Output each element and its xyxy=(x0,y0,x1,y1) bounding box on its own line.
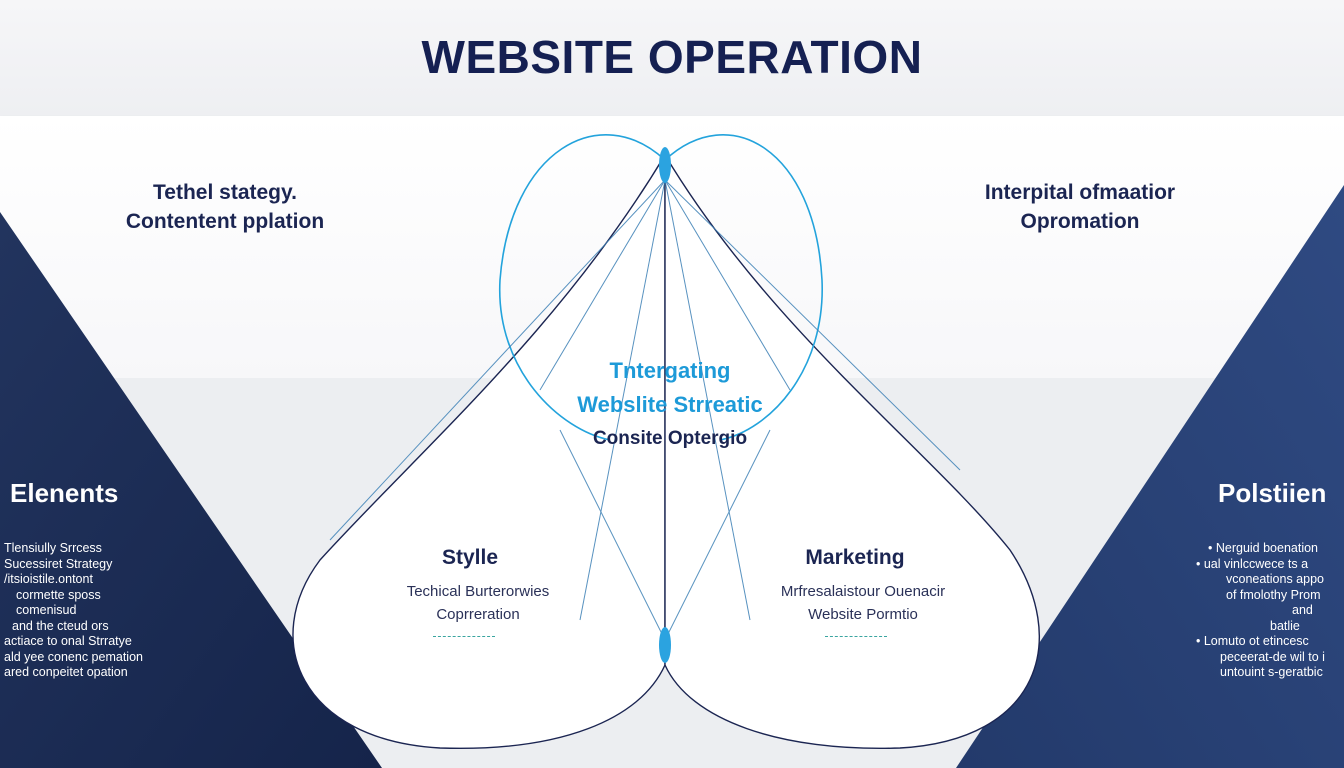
right-side-line: untouint s-geratbic xyxy=(1220,665,1323,679)
top-right-label: Interpital ofmaatior Opromation xyxy=(930,178,1230,236)
center-label-line1: Tntergating xyxy=(609,358,731,383)
center-label-line2: Webslite Strreatic xyxy=(577,392,763,417)
top-right-line2: Opromation xyxy=(1020,210,1140,233)
right-side-list: • Nerguid boenation • ual vinlccwece ts … xyxy=(1196,541,1344,681)
right-lobe-line2: Website Pormtio xyxy=(808,606,918,623)
left-lobe-line2: Coprreration xyxy=(436,606,520,623)
left-side-line: comenisud xyxy=(16,603,77,617)
center-loop-right xyxy=(664,134,823,441)
left-side-list: Tlensiully Srrcess Sucessiret Strategy /… xyxy=(4,541,184,681)
right-lobe-line1: Mrfresalaistour Ouenacir xyxy=(780,583,946,600)
left-side-line: cormette sposs xyxy=(16,587,101,602)
right-lobe-shape xyxy=(664,152,1040,750)
top-left-label: Tethel stategy. Contentent pplation xyxy=(80,178,370,236)
bottom-knot xyxy=(659,627,671,663)
left-side-line: /itsioistile.ontont xyxy=(4,572,93,586)
left-lobe-heading: Stylle xyxy=(441,546,499,569)
top-right-line1: Interpital ofmaatior xyxy=(984,181,1176,204)
right-navy-panel xyxy=(956,185,1344,768)
top-left-line1: Tethel stategy. xyxy=(153,181,297,204)
left-side-line: Sucessiret Strategy xyxy=(4,556,113,571)
left-side-heading: Elenents xyxy=(10,478,119,508)
header-band xyxy=(0,0,1344,116)
right-side-line: peceerat-de wil to i xyxy=(1220,649,1325,664)
diagram-title: WEBSITE OPERATION xyxy=(421,31,923,83)
right-lobe-heading: Marketing xyxy=(805,546,905,569)
left-lobe-divider xyxy=(433,636,495,637)
left-side-line: ared conpeitet opation xyxy=(4,665,128,679)
right-side-line: of fmolothy Prom xyxy=(1226,587,1321,602)
left-navy-panel xyxy=(0,212,382,768)
left-side-line: ald yee conenc pemation xyxy=(4,649,143,664)
center-label-line3: Consite Optergio xyxy=(592,428,748,449)
left-lobe-body: Techical Burterorwies Coprreration xyxy=(360,580,596,626)
right-side-heading: Polstiien xyxy=(1218,478,1327,508)
right-side-line: • Nerguid boenation xyxy=(1208,541,1319,555)
right-side-line: and xyxy=(1292,603,1313,617)
left-side-line: Tlensiully Srrcess xyxy=(4,541,102,555)
top-knot xyxy=(659,147,671,183)
right-lobe-divider xyxy=(825,636,887,637)
left-lobe-line1: Techical Burterorwies xyxy=(406,583,550,600)
right-lobe-body: Mrfresalaistour Ouenacir Website Pormtio xyxy=(745,580,981,626)
top-left-line2: Contentent pplation xyxy=(125,210,325,233)
center-loop-left xyxy=(499,134,666,441)
right-side-line: • Lomuto ot etincesc xyxy=(1196,634,1309,648)
right-side-line: vconeations appo xyxy=(1226,572,1324,586)
right-side-line: batlie xyxy=(1270,618,1300,633)
left-lobe-shape xyxy=(292,152,666,750)
left-side-line: and the cteud ors xyxy=(12,618,109,633)
right-side-line: • ual vinlccwece ts a xyxy=(1196,556,1309,571)
left-side-line: actiace to onal Strratye xyxy=(4,634,132,648)
